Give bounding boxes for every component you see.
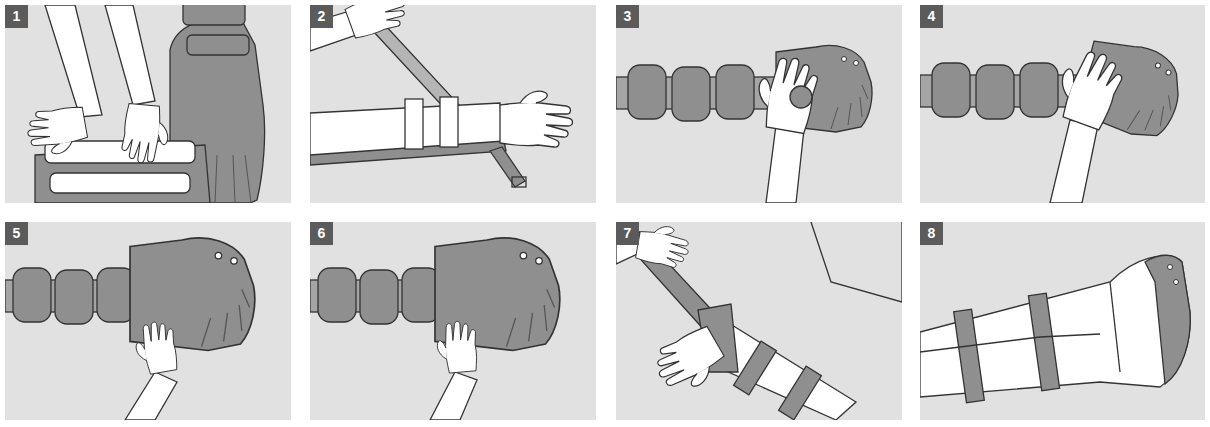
panel-background [616,5,902,203]
panel-background [920,5,1205,203]
step-panel [5,1,291,203]
step-drawing [920,35,1188,203]
step-drawing [25,5,265,203]
callout-number: 8 [920,222,943,245]
callout-number: 7 [616,222,639,245]
step-panel [616,5,902,203]
callout-number: 1 [5,5,28,28]
callout-number: 2 [310,5,333,28]
step-drawing [5,238,255,420]
step-panel [310,0,596,203]
callout-number: 5 [5,222,28,245]
panel-background [310,5,596,203]
step-drawing [616,45,872,203]
panel-background [5,5,291,203]
step-panel [920,5,1205,203]
callout-number: 3 [616,5,639,28]
step-panel [920,222,1205,420]
step-panel [310,222,596,420]
panel-background [5,222,291,420]
panel-background [920,222,1205,420]
callout-number: 6 [310,222,333,245]
step-panel [616,222,902,420]
step-panel [5,222,291,420]
step-drawing [616,222,902,420]
step-drawing [920,255,1190,403]
step-drawing [310,5,573,187]
callout-number: 4 [920,5,943,28]
step-drawing [310,238,560,420]
panel-background [616,222,902,420]
panel-background [310,222,596,420]
